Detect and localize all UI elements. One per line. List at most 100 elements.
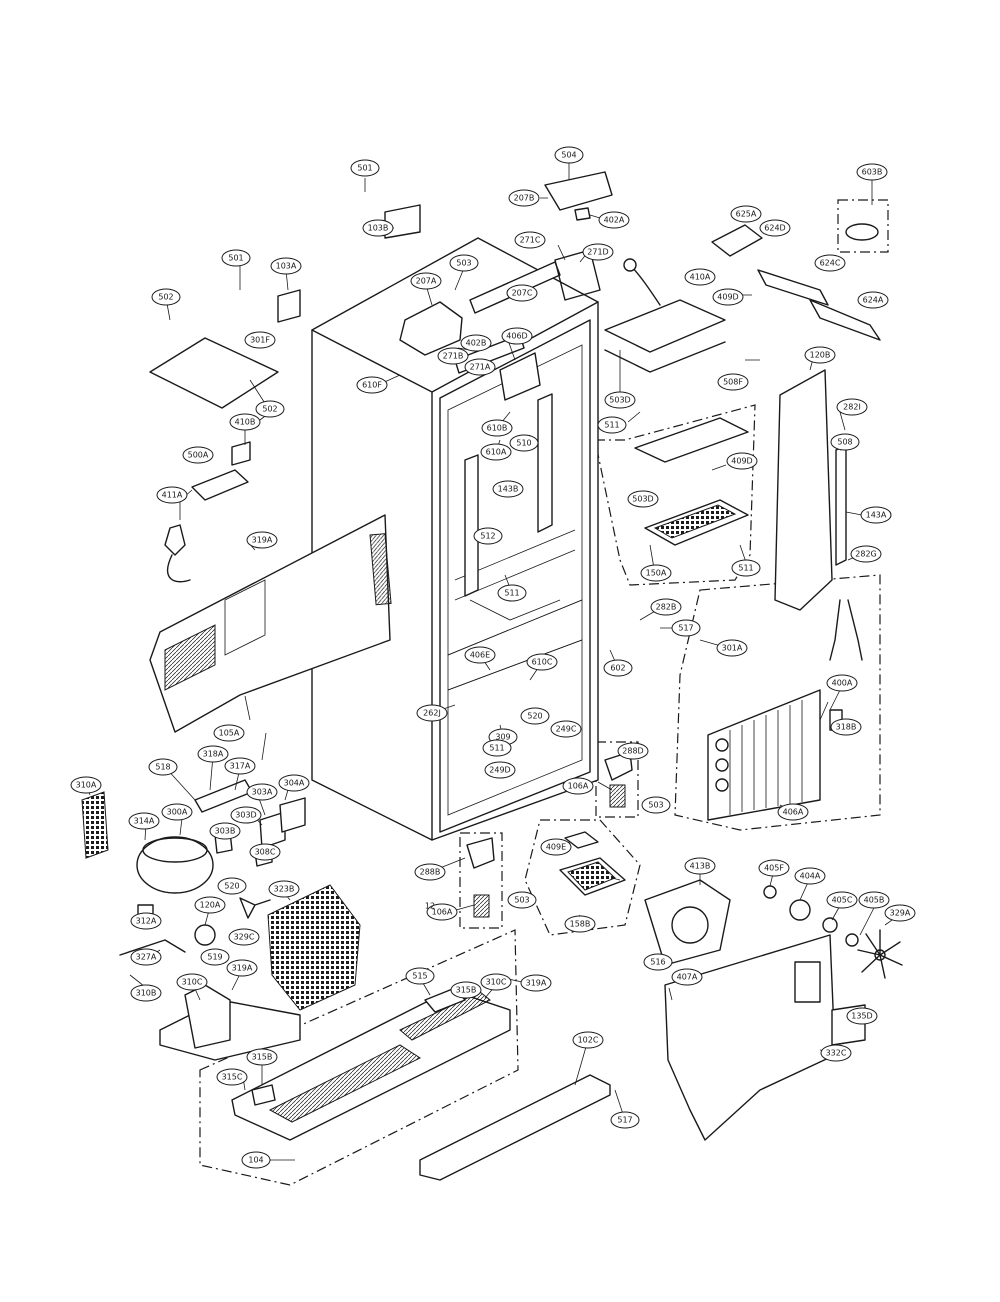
label-411a: 411A (156, 486, 188, 504)
label-406d: 406D (501, 327, 533, 345)
svg-text:304A: 304A (284, 779, 305, 788)
svg-text:332C: 332C (826, 1049, 847, 1058)
label-503d-mid: 503D (627, 490, 659, 508)
svg-text:315C: 315C (222, 1073, 243, 1082)
tube-624c (757, 269, 829, 306)
label-103b: 103B (362, 219, 394, 237)
panel-cover-301f (149, 337, 279, 409)
label-106a-l: 106A (426, 903, 458, 921)
svg-text:503: 503 (456, 259, 471, 268)
svg-text:512: 512 (480, 532, 495, 541)
svg-text:511: 511 (738, 564, 753, 573)
svg-text:602: 602 (610, 664, 625, 673)
filter-310a (81, 791, 109, 859)
label-301a: 301A (716, 639, 748, 657)
wire-282g (829, 599, 863, 661)
label-511-r: 511 (731, 559, 761, 577)
label-515: 515 (405, 967, 435, 985)
evaporator-fins (729, 700, 803, 815)
svg-text:404A: 404A (800, 872, 821, 881)
grommet-405c (822, 917, 838, 933)
tray-grille (567, 861, 616, 891)
cabinet-liner (439, 319, 591, 833)
group-box-base (199, 929, 519, 1186)
relay-304a (279, 797, 306, 833)
fan-blade-329a (857, 929, 903, 979)
svg-text:104: 104 (248, 1156, 263, 1165)
svg-text:503D: 503D (609, 396, 630, 405)
svg-text:327A: 327A (136, 953, 157, 962)
label-318a: 318A (197, 745, 229, 763)
svg-text:282I: 282I (843, 403, 861, 412)
group-box-288d (595, 741, 639, 818)
svg-text:308C: 308C (255, 848, 276, 857)
fan-shroud-413b (644, 879, 731, 966)
label-413b: 413B (684, 857, 716, 875)
svg-text:504: 504 (561, 151, 576, 160)
label-501b: 501 (221, 249, 251, 267)
svg-text:502: 502 (262, 405, 277, 414)
label-106a-r: 106A (562, 777, 594, 795)
svg-text:508F: 508F (723, 378, 743, 387)
svg-text:249D: 249D (489, 766, 510, 775)
label-406a: 406A (777, 803, 809, 821)
svg-text:503: 503 (648, 801, 663, 810)
svg-text:158B: 158B (570, 920, 591, 929)
base-vents-1 (268, 1044, 422, 1123)
mullion (447, 599, 583, 691)
label-207b: 207B (508, 189, 540, 207)
label-135d: 135D (846, 1007, 878, 1025)
label-402a-top: 402A (598, 211, 630, 229)
overload-303a (259, 811, 286, 849)
svg-text:303B: 303B (215, 827, 236, 836)
label-404a: 404A (794, 867, 826, 885)
condenser (267, 884, 361, 1011)
label-602: 602 (603, 659, 633, 677)
label-517-low: 517 (610, 1111, 640, 1129)
svg-text:511: 511 (504, 589, 519, 598)
label-282b: 282B (650, 598, 682, 616)
label-519: 519 (200, 948, 230, 966)
label-308c: 308C (249, 843, 281, 861)
svg-text:624C: 624C (820, 259, 841, 268)
hinge-103a (277, 289, 301, 323)
label-319a-low: 319A (226, 959, 258, 977)
svg-text:520: 520 (224, 882, 239, 891)
label-249c: 249C (550, 720, 582, 738)
label-315b-l: 315B (246, 1048, 278, 1066)
label-329a: 329A (884, 904, 916, 922)
svg-text:319A: 319A (252, 536, 273, 545)
label-304a: 304A (278, 774, 310, 792)
label-310c: 310C (176, 973, 208, 991)
label-405c: 405C (826, 891, 858, 909)
label-271c: 271C (514, 231, 546, 249)
svg-text:517: 517 (678, 624, 693, 633)
duct-window (794, 961, 821, 1003)
cover-409e (564, 831, 599, 849)
grommet-405f (763, 885, 777, 899)
svg-text:271A: 271A (470, 363, 491, 372)
label-271d: 271D (582, 243, 614, 261)
label-517: 517 (671, 619, 701, 637)
filter-cover-508f (634, 417, 749, 463)
label-508: 508 (830, 433, 860, 451)
svg-text:406E: 406E (470, 651, 490, 660)
cover-207b (544, 171, 613, 211)
label-400a: 400A (826, 674, 858, 692)
svg-text:288B: 288B (420, 868, 441, 877)
svg-text:405F: 405F (764, 864, 784, 873)
compressor-top (142, 837, 208, 863)
connector-410a (623, 258, 637, 272)
svg-text:207B: 207B (514, 194, 535, 203)
svg-text:314A: 314A (134, 817, 155, 826)
label-288b: 288B (414, 863, 446, 881)
label-603b: 603B (856, 163, 888, 181)
label-503d-top: 503D (604, 391, 636, 409)
label-103a: 103A (270, 257, 302, 275)
svg-text:120A: 120A (200, 901, 221, 910)
label-405b: 405B (858, 891, 890, 909)
tube-310b (119, 939, 186, 956)
tray-158b (559, 831, 626, 896)
svg-text:301F: 301F (250, 336, 270, 345)
